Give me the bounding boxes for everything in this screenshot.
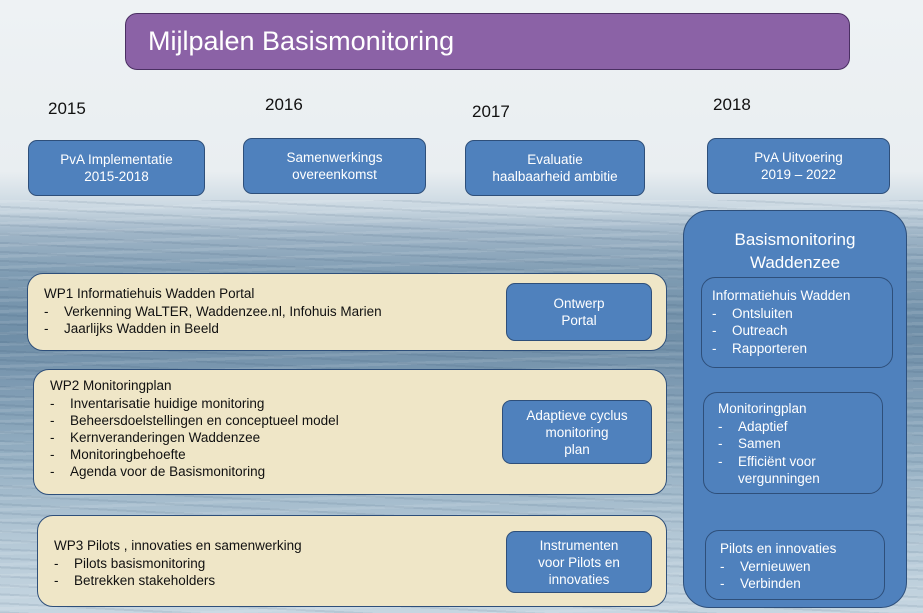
section-monitoringplan: Monitoringplan Adaptief Samen Efficiënt …: [703, 392, 883, 494]
section-heading: Monitoringplan: [718, 401, 807, 416]
outcome-line: Portal: [561, 313, 597, 328]
wp-item-list: Inventarisatie huidige monitoring Beheer…: [50, 395, 666, 480]
wp-item-list: Verkenning WaLTER, Waddenzee.nl, Infohui…: [44, 303, 666, 337]
milestone-line: Evaluatie: [527, 152, 583, 167]
list-item: Pilots basismonitoring: [54, 555, 666, 572]
title-banner: Mijlpalen Basismonitoring: [125, 13, 850, 70]
section-heading: Informatiehuis Wadden: [712, 288, 851, 303]
milestone-line: 2015-2018: [84, 169, 149, 184]
milestone-line: haalbaarheid ambitie: [492, 169, 618, 184]
milestone-samenwerkingsovereenkomst: Samenwerkings overeenkomst: [243, 138, 426, 194]
list-item: Beheersdoelstellingen en conceptueel mod…: [50, 412, 666, 429]
list-item: Efficiënt voor vergunningen: [718, 453, 876, 488]
list-item: Kernveranderingen Waddenzee: [50, 429, 666, 446]
section-item-list: Vernieuwen Verbinden: [720, 558, 884, 593]
outcome-line: Adaptieve cyclus: [526, 407, 628, 423]
milestone-line: PvA Implementatie: [60, 152, 173, 167]
year-2015: 2015: [48, 99, 86, 118]
list-item: Betrekken stakeholders: [54, 572, 666, 589]
list-item: Verbinden: [720, 575, 884, 593]
title-line: Waddenzee: [749, 253, 841, 272]
wp3-outcome-box: Instrumenten voor Pilots en innovaties: [506, 531, 652, 593]
milestone-evaluatie: Evaluatie haalbaarheid ambitie: [465, 140, 645, 196]
list-item: Adaptief: [718, 418, 876, 436]
year-2017: 2017: [472, 102, 510, 121]
wp-heading: WP1 Informatiehuis Wadden Portal: [44, 286, 255, 301]
milestone-pva-uitvoering: PvA Uitvoering 2019 – 2022: [707, 138, 890, 194]
section-item-list: Ontsluiten Outreach Rapporteren: [712, 305, 892, 358]
list-item: Jaarlijks Wadden in Beeld: [44, 320, 666, 337]
section-pilots-innovaties: Pilots en innovaties Vernieuwen Verbinde…: [705, 530, 885, 600]
wp-item-list: Pilots basismonitoring Betrekken stakeho…: [54, 555, 666, 589]
list-item: Ontsluiten: [712, 305, 892, 323]
list-item: Monitoringbehoefte: [50, 446, 666, 463]
outcome-line: monitoring: [545, 424, 609, 440]
section-heading: Pilots en innovaties: [720, 541, 837, 556]
wp-heading: WP2 Monitoringplan: [50, 378, 172, 393]
list-item: Inventarisatie huidige monitoring: [50, 395, 666, 412]
year-2018: 2018: [713, 95, 751, 114]
outcome-line: Ontwerp: [553, 296, 605, 311]
milestone-line: 2019 – 2022: [760, 167, 837, 182]
year-2016: 2016: [265, 95, 303, 114]
section-item-list: Adaptief Samen Efficiënt voor vergunning…: [718, 418, 876, 488]
milestone-pva-implementatie: PvA Implementatie 2015-2018: [28, 140, 205, 196]
section-informatiehuis: Informatiehuis Wadden Ontsluiten Outreac…: [701, 277, 893, 368]
basismonitoring-title: Basismonitoring Waddenzee: [683, 228, 907, 274]
page-title: Mijlpalen Basismonitoring: [148, 26, 455, 56]
milestone-line: PvA Uitvoering: [754, 150, 843, 165]
list-item: Samen: [718, 435, 876, 453]
outcome-line: Instrumenten: [539, 537, 619, 553]
outcome-line: innovaties: [548, 571, 610, 587]
outcome-line: plan: [564, 441, 590, 457]
title-line: Basismonitoring: [734, 230, 856, 249]
list-item: Verkenning WaLTER, Waddenzee.nl, Infohui…: [44, 303, 666, 320]
milestone-line: Samenwerkings: [286, 150, 383, 165]
wp1-outcome-box: Ontwerp Portal: [506, 283, 652, 341]
list-item: Vernieuwen: [720, 558, 884, 576]
list-item: Rapporteren: [712, 340, 892, 358]
list-item: Outreach: [712, 322, 892, 340]
list-item: Agenda voor de Basismonitoring: [50, 463, 666, 480]
milestone-line: overeenkomst: [292, 167, 377, 182]
outcome-line: voor Pilots en: [538, 554, 620, 570]
wp-heading: WP3 Pilots , innovaties en samenwerking: [54, 538, 302, 553]
wp2-outcome-box: Adaptieve cyclus monitoring plan: [502, 400, 652, 464]
